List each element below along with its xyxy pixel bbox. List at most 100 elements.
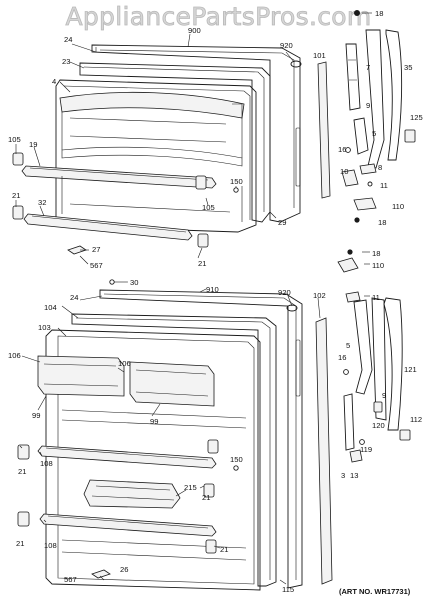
lower-hinge-rod-3[interactable] xyxy=(343,393,355,451)
label-18: 18 xyxy=(375,9,383,18)
label-4: 4 xyxy=(52,77,56,86)
label-9-b: 9 xyxy=(382,391,386,400)
fresh-food-hinge-parts xyxy=(337,249,411,463)
egg-bin-215[interactable] xyxy=(83,479,181,509)
label-24: 24 xyxy=(64,35,72,44)
label-920: 920 xyxy=(280,41,293,50)
freezer-outer-door-panel[interactable] xyxy=(91,44,301,223)
label-10: 10 xyxy=(340,167,348,176)
upper-screw-18-lower[interactable] xyxy=(354,217,360,223)
fresh-food-screw-30[interactable] xyxy=(109,279,115,285)
fresh-food-outer-door-panel[interactable] xyxy=(99,289,303,589)
label-7: 7 xyxy=(366,63,370,72)
freezer-plug-920[interactable] xyxy=(290,60,302,68)
label-21-f: 21 xyxy=(16,539,24,548)
label-21-d: 21 xyxy=(202,493,210,502)
upper-washer-16[interactable] xyxy=(345,147,351,153)
fresh-food-door-gasket[interactable] xyxy=(71,313,277,587)
label-104: 104 xyxy=(44,303,57,312)
freezer-shelf-clip-left[interactable] xyxy=(12,152,24,166)
label-21: 21 xyxy=(12,191,20,200)
label-13: 13 xyxy=(350,471,358,480)
fresh-food-plug-920[interactable] xyxy=(286,304,298,312)
freezer-inner-door-liner[interactable] xyxy=(55,79,257,233)
label-101: 101 xyxy=(313,51,326,60)
fresh-food-clip-mid-right[interactable] xyxy=(203,483,215,498)
fresh-food-clip-upper-right[interactable] xyxy=(207,439,219,454)
label-112: 112 xyxy=(410,415,422,424)
upper-hinge-bracket-9[interactable] xyxy=(345,43,361,111)
label-21-e: 21 xyxy=(220,545,228,554)
label-102: 102 xyxy=(313,291,326,300)
fresh-food-clip-upper-left[interactable] xyxy=(17,444,30,460)
label-119: 119 xyxy=(360,445,372,454)
freezer-shelf-clip-right[interactable] xyxy=(195,175,207,190)
label-24-b: 24 xyxy=(70,293,78,302)
label-125: 125 xyxy=(410,113,423,122)
label-18-b: 18 xyxy=(378,218,386,227)
label-29: 29 xyxy=(278,218,286,227)
fresh-food-shelf-bar-lower[interactable] xyxy=(39,513,217,537)
freezer-shelf-bar-19[interactable] xyxy=(21,165,217,189)
label-920-b: 920 xyxy=(278,288,291,297)
fresh-food-clip-lower-left[interactable] xyxy=(17,511,30,527)
fresh-food-shelf-bar-upper[interactable] xyxy=(37,445,217,469)
label-27: 27 xyxy=(92,245,100,254)
label-19: 19 xyxy=(29,140,37,149)
upper-hinge-7[interactable] xyxy=(365,29,385,169)
lower-hinge-11[interactable] xyxy=(345,291,361,303)
fresh-food-door-assembly xyxy=(17,279,333,591)
upper-hinge-cover-35[interactable] xyxy=(385,29,403,161)
label-105-b: 105 xyxy=(202,203,215,212)
lower-washer-16[interactable] xyxy=(343,369,349,375)
lower-hinge-5[interactable] xyxy=(353,299,373,395)
fresh-food-door-strip-102[interactable] xyxy=(315,317,333,585)
part-number-labels: 18 900 24 920 23 101 7 35 4 9 125 5 105 … xyxy=(8,9,423,594)
upper-part-125[interactable] xyxy=(404,129,416,143)
label-121: 121 xyxy=(404,365,417,374)
label-103: 103 xyxy=(38,323,51,332)
dairy-door-left[interactable] xyxy=(37,355,125,397)
lower-hinge-bracket-110[interactable] xyxy=(337,257,359,273)
upper-hinge-10[interactable] xyxy=(341,169,359,187)
label-910: 910 xyxy=(206,285,219,294)
upper-hinge-8[interactable] xyxy=(359,163,377,175)
label-567: 567 xyxy=(90,261,103,270)
label-5-b: 5 xyxy=(346,341,350,350)
label-150-b: 150 xyxy=(230,455,243,464)
freezer-door-assembly xyxy=(12,44,331,255)
freezer-door-gasket[interactable] xyxy=(79,62,271,223)
freezer-door-strip-101[interactable] xyxy=(317,61,331,199)
freezer-top-shelf[interactable] xyxy=(59,91,245,119)
upper-hinge-pin-5[interactable] xyxy=(353,117,369,155)
lower-screw-18[interactable] xyxy=(347,249,353,255)
dairy-door-right[interactable] xyxy=(129,361,215,407)
upper-hinge-110[interactable] xyxy=(353,197,377,211)
freezer-shelf-bar-32[interactable] xyxy=(23,213,193,241)
upper-part-11[interactable] xyxy=(367,181,373,187)
label-120: 120 xyxy=(372,421,385,430)
lower-part-120[interactable] xyxy=(373,401,383,413)
label-105: 105 xyxy=(8,135,21,144)
label-16: 16 xyxy=(338,145,346,154)
leader-lines xyxy=(15,12,372,585)
label-3: 3 xyxy=(341,471,345,480)
lower-hinge-cover-121[interactable] xyxy=(383,297,403,431)
lower-hinge-bar-9[interactable] xyxy=(371,297,387,421)
label-26: 26 xyxy=(120,565,128,574)
watermark-text: AppliancePartsPros.com xyxy=(65,2,372,32)
fresh-food-screw-150[interactable] xyxy=(233,465,239,471)
lower-part-13[interactable] xyxy=(349,449,363,463)
freezer-shelf-clip-right-lower[interactable] xyxy=(197,233,209,248)
lower-part-112[interactable] xyxy=(399,429,411,441)
label-110: 110 xyxy=(392,202,404,211)
lower-part-119[interactable] xyxy=(359,439,365,445)
freezer-screw-150[interactable] xyxy=(233,187,239,193)
freezer-shelf-clip-left-lower[interactable] xyxy=(12,205,24,220)
fresh-food-clip-lower-right[interactable] xyxy=(205,539,217,554)
fresh-food-plug-26[interactable] xyxy=(91,569,111,579)
upper-screw-18[interactable] xyxy=(354,10,360,16)
label-99-b: 99 xyxy=(150,417,158,426)
label-108: 108 xyxy=(40,459,53,468)
